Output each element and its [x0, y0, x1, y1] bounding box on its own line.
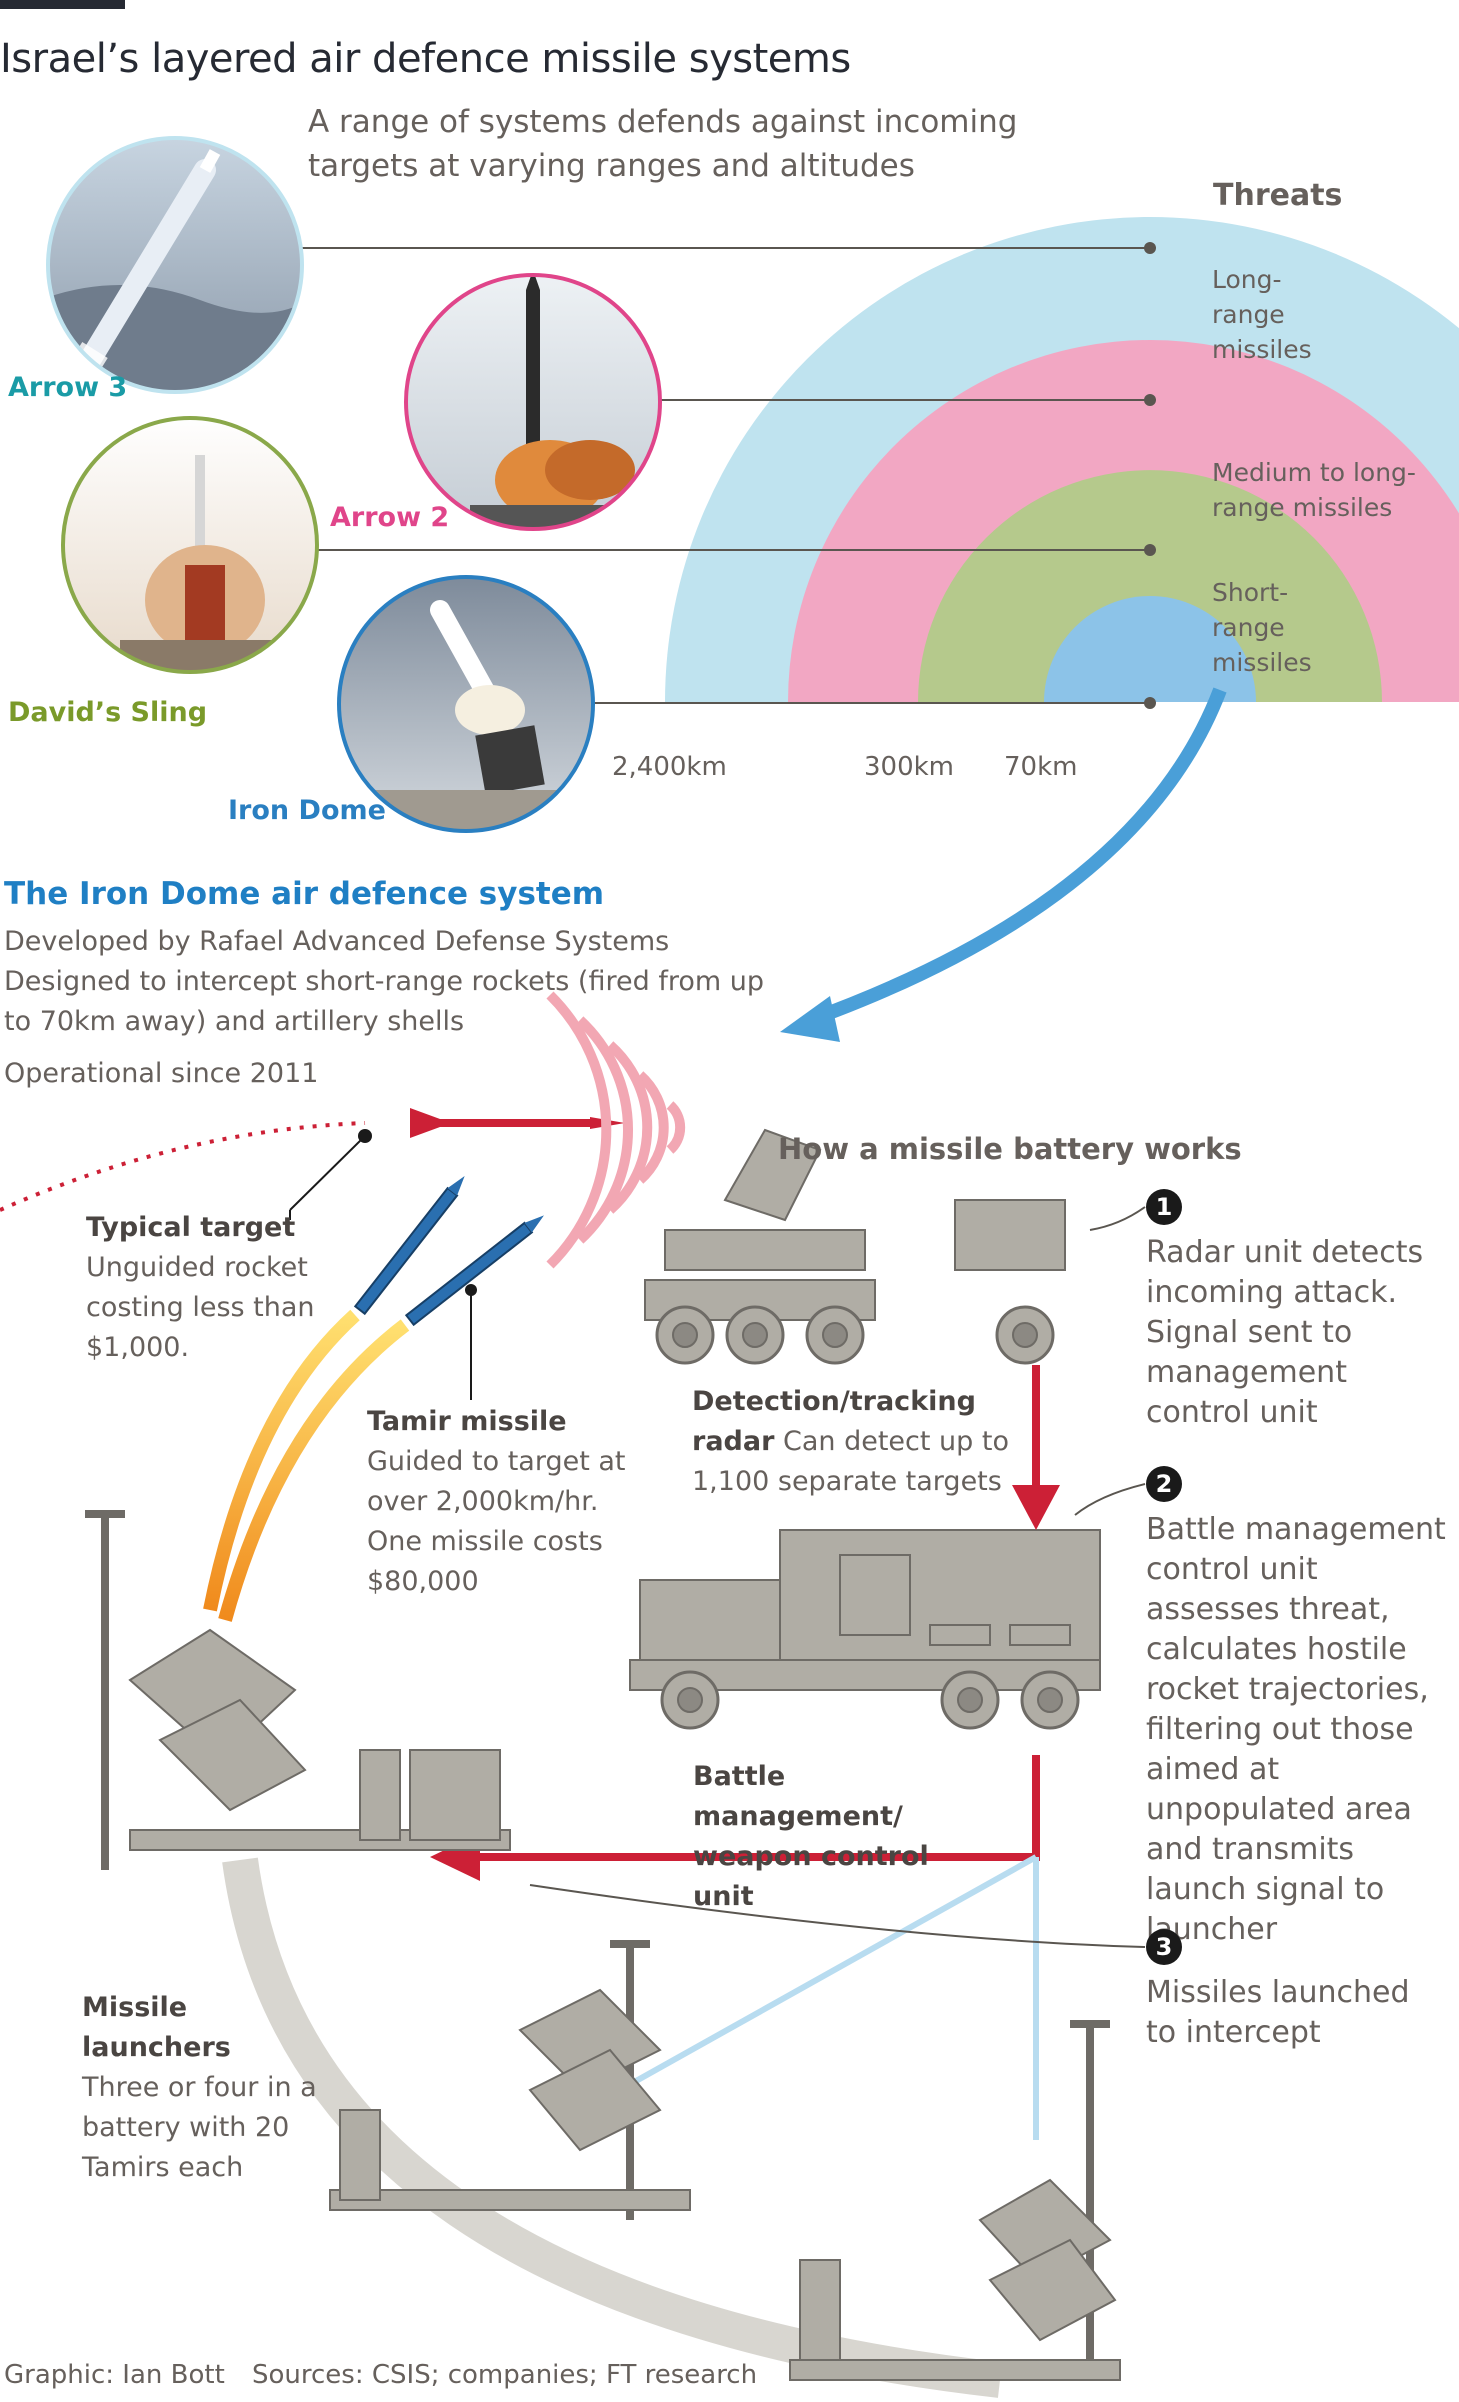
system-davids-sling: David’s Sling	[8, 697, 208, 728]
radar-title: Detection/tracking radar	[692, 1386, 976, 1457]
page-title: Israel’s layered air defence missile sys…	[0, 36, 851, 82]
launcher-main	[85, 1510, 511, 1870]
tamir-callout: Tamir missile Guided to target at over 2…	[367, 1402, 637, 1602]
iron-dome-title: The Iron Dome air defence system	[4, 876, 605, 912]
step-text-1: Radar unit detects incoming attack. Sign…	[1146, 1235, 1424, 1430]
range-label-2400: 2,400km	[612, 752, 727, 782]
iron-dome-desc1: Developed by Rafael Advanced Defense Sys…	[4, 926, 670, 957]
zoom-arrow	[807, 687, 1227, 1027]
davids-sling-photo	[61, 416, 319, 674]
launcher-3	[789, 2020, 1121, 2381]
launchers-callout: Missile launchers Three or four in a bat…	[82, 1988, 322, 2188]
system-arrow2: Arrow 2	[330, 502, 450, 533]
threat-label-long: Long-range missiles	[1212, 265, 1312, 364]
system-iron-dome: Iron Dome	[228, 795, 386, 826]
tamir-title: Tamir missile	[367, 1406, 567, 1437]
threats-heading: Threats	[1213, 178, 1343, 213]
incoming-rocket	[410, 1108, 625, 1138]
range-label-70: 70km	[1004, 752, 1078, 782]
typical-target-body: Unguided rocket costing less than $1,000…	[86, 1252, 315, 1363]
rocket-trajectory	[0, 1121, 366, 1212]
radar-truck	[643, 1128, 1066, 1365]
launchers-title: Missile launchers	[82, 1992, 231, 2063]
typical-target-callout: Typical target Unguided rocket costing l…	[86, 1208, 326, 1368]
typical-target-title: Typical target	[86, 1212, 296, 1243]
step-text-2: Battle management control unit assesses …	[1146, 1512, 1446, 1947]
system-arrow3: Arrow 3	[8, 372, 128, 403]
range-arc-inner	[1044, 596, 1256, 702]
arrow2-photo	[404, 273, 662, 531]
step-text-3: Missiles launched to intercept	[1146, 1975, 1410, 2050]
range-label-300: 300km	[864, 752, 955, 782]
iron-dome-desc3: Operational since 2011	[4, 1058, 319, 1089]
threat-label-short: Short-range missiles	[1212, 578, 1312, 677]
battery-heading: How a missile battery works	[778, 1132, 1242, 1166]
step-badge-3: 3	[1146, 1929, 1182, 1965]
radar-body: Can detect up to 1,100 separate targets	[692, 1426, 1009, 1497]
tamir-missile-1	[353, 1176, 465, 1316]
iron-dome-desc2: Designed to intercept short-range rocket…	[4, 966, 764, 1037]
tamir-missile-2	[404, 1215, 544, 1327]
header-bar	[0, 0, 125, 9]
sources-credit: Sources: CSIS; companies; FT research	[252, 2360, 758, 2390]
arrow3-photo	[46, 136, 304, 394]
tamir-body: Guided to target at over 2,000km/hr. One…	[367, 1446, 626, 1597]
threat-label-medium: Medium to long-range missiles	[1212, 458, 1416, 522]
launcher-2	[329, 1940, 691, 2220]
step-badge-2: 2	[1146, 1466, 1182, 1502]
graphic-credit: Graphic: Ian Bott	[4, 2360, 225, 2390]
bmc-truck	[629, 1529, 1101, 1730]
range-arc-short	[918, 470, 1382, 702]
launchers-body: Three or four in a battery with 20 Tamir…	[82, 2072, 317, 2183]
page-subtitle: A range of systems defends against incom…	[308, 104, 1018, 184]
step-badge-1: 1	[1146, 1189, 1182, 1225]
signal-arrow-down	[1012, 1485, 1060, 1530]
radar-waves	[546, 991, 686, 1269]
radar-callout: Detection/tracking radar Can detect up t…	[692, 1382, 1022, 1502]
bmc-title: Battle management/ weapon control unit	[693, 1761, 929, 1912]
